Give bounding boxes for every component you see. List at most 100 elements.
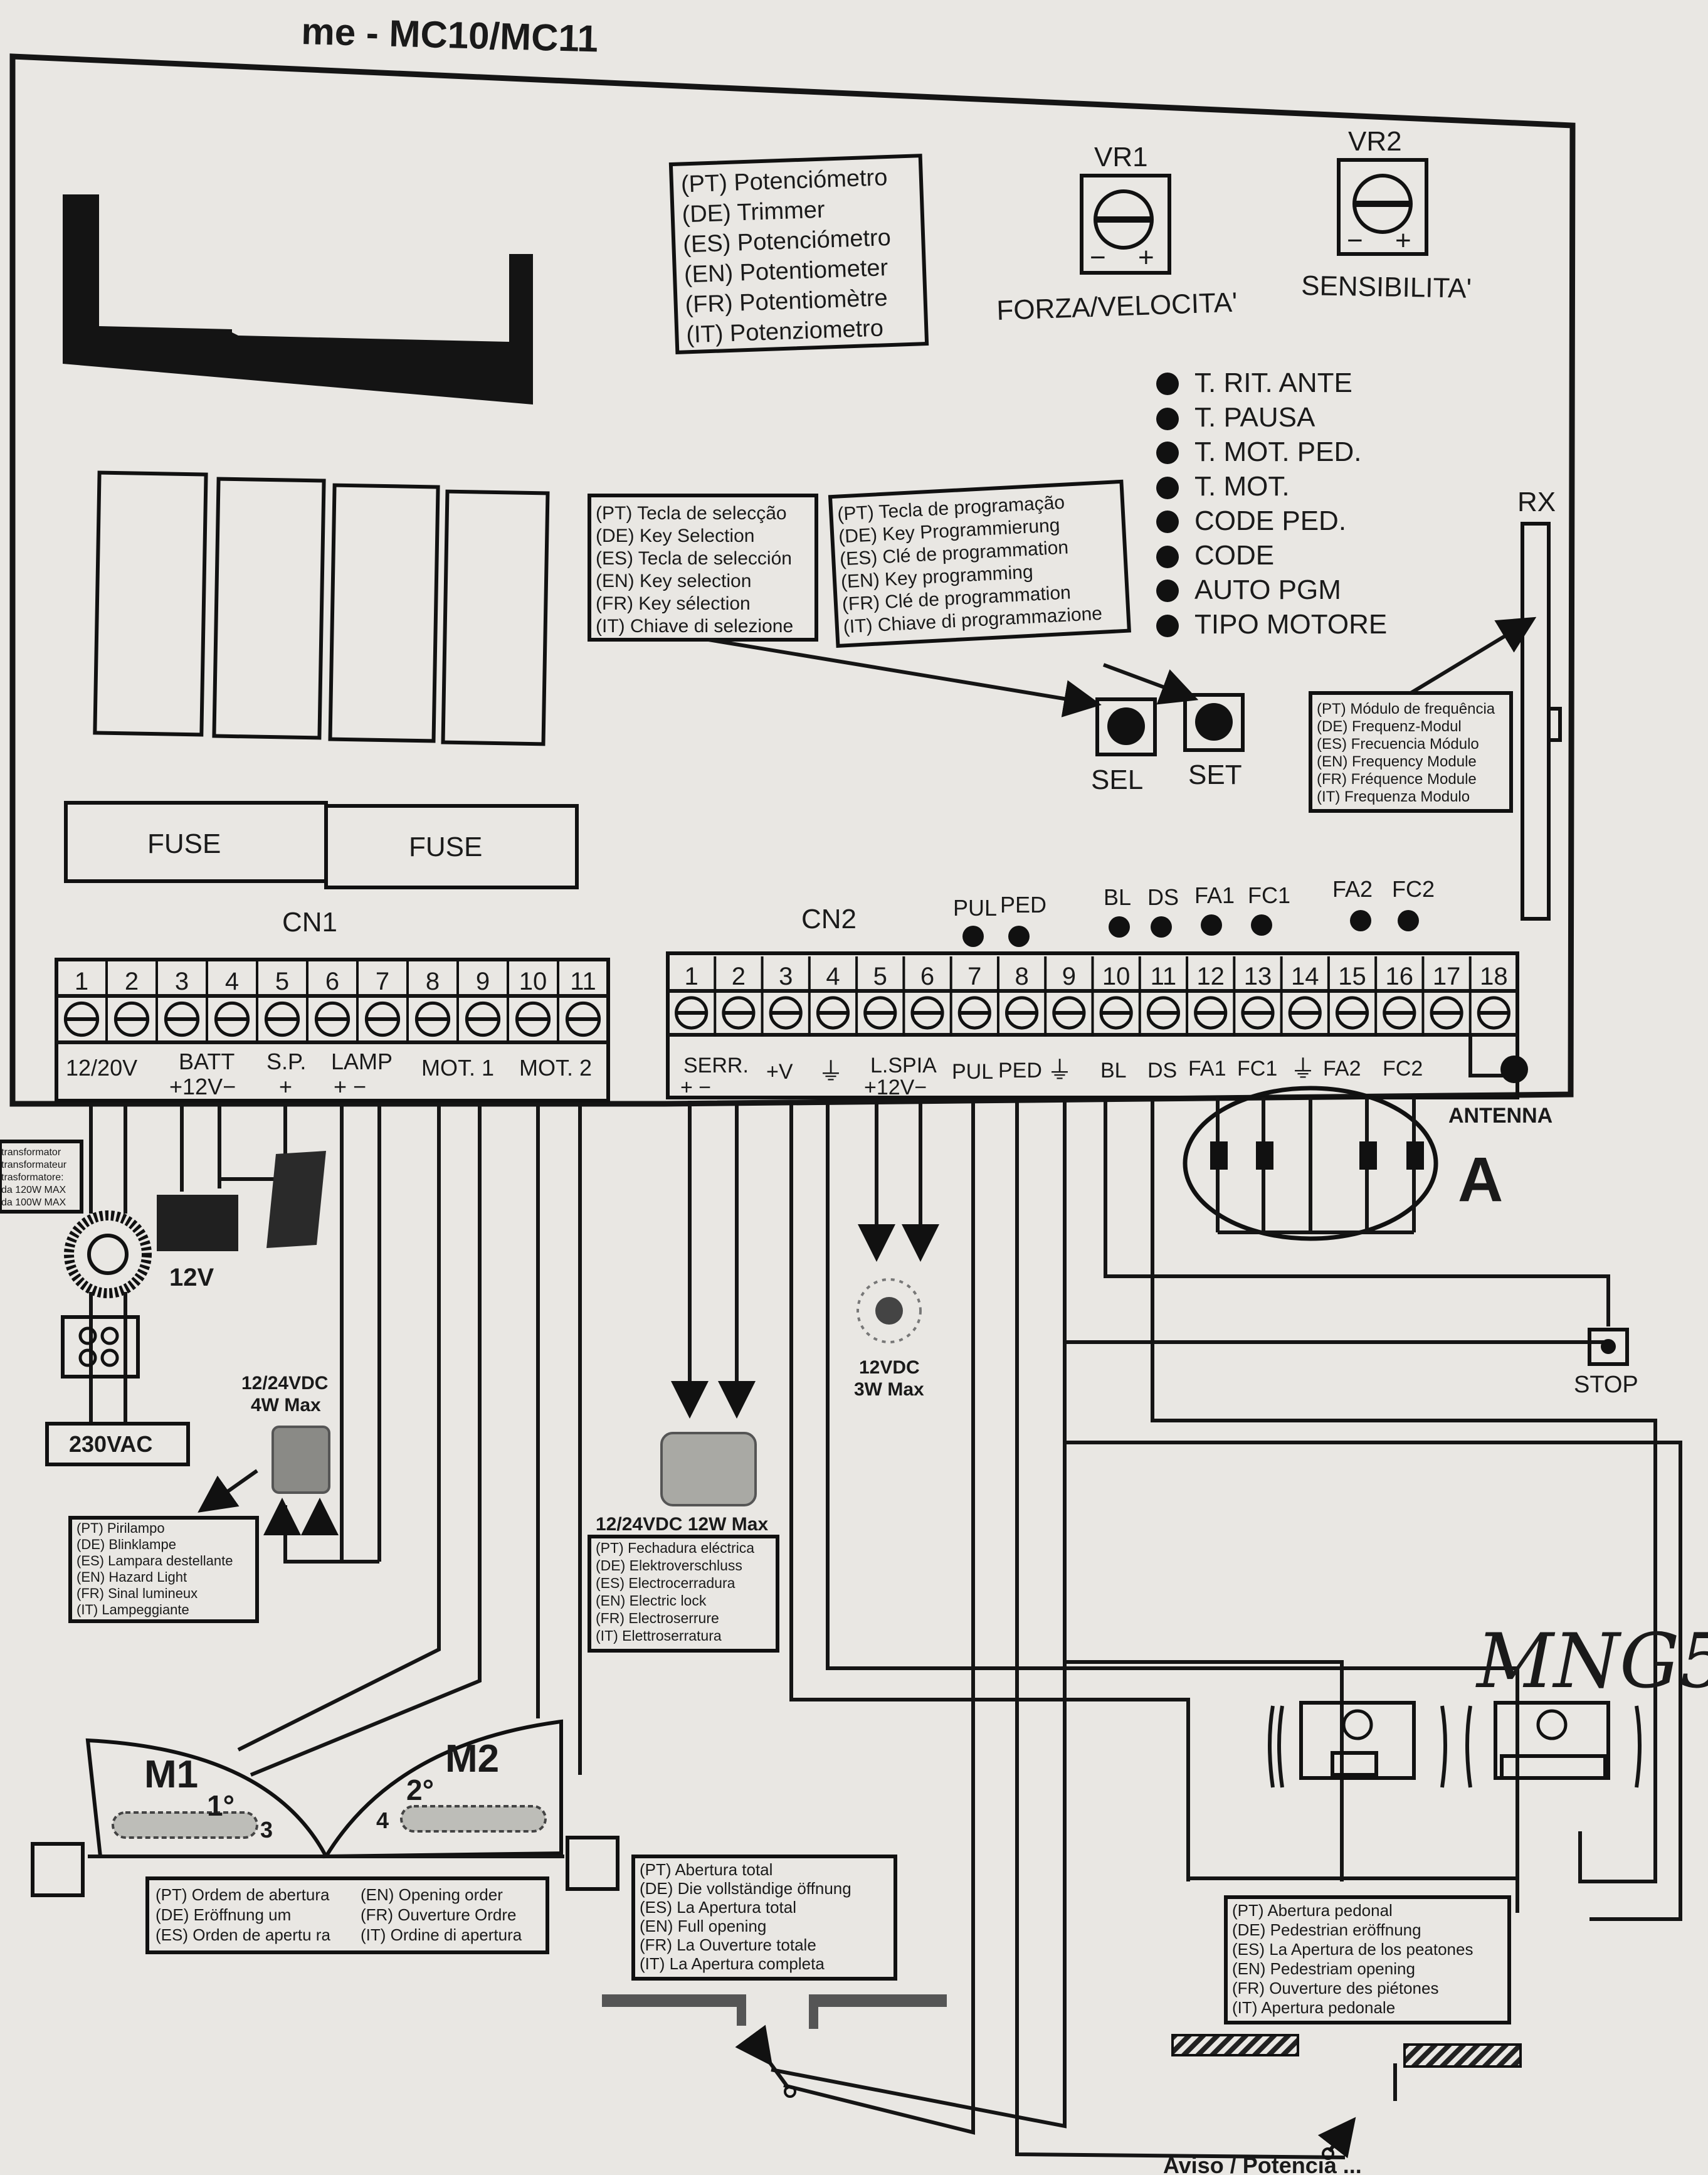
cn1-terminal-screw[interactable] xyxy=(565,1001,601,1037)
input-led-label: DS xyxy=(1147,884,1179,910)
cn2-terminal-screw[interactable] xyxy=(1288,996,1322,1030)
cn2-terminal-number: 8 xyxy=(1015,963,1028,990)
led-dot xyxy=(1156,579,1179,602)
cn2-group-label: BL xyxy=(1100,1059,1127,1082)
cn1-terminal-number: 1 xyxy=(75,968,88,995)
input-led-label: FC2 xyxy=(1392,876,1435,902)
cn2-terminal-screw[interactable] xyxy=(910,996,944,1030)
cn1-group-sublabel: +12V− xyxy=(169,1074,236,1099)
cn2-terminal-number: 16 xyxy=(1386,963,1414,990)
full-opening-legend-line: (DE) Die vollständige öffnung xyxy=(640,1879,851,1898)
full-opening-button[interactable] xyxy=(735,2024,791,2090)
relay-block xyxy=(212,477,326,740)
sel-legend: (PT) Tecla de selecção (DE) Key Selectio… xyxy=(596,503,793,637)
led-dot xyxy=(1156,511,1179,533)
cn2-terminal-screw[interactable] xyxy=(1099,996,1133,1030)
ground-symbol: ⏚ xyxy=(1290,1056,1315,1083)
vr2-knob xyxy=(1352,174,1413,234)
vr2-trimmer[interactable] xyxy=(1337,158,1428,256)
cn2-group-label: PED xyxy=(998,1059,1042,1082)
photocell-brackets xyxy=(1268,1705,1642,1788)
cn1-terminal-screw[interactable] xyxy=(63,1001,100,1037)
set-button[interactable] xyxy=(1183,693,1245,752)
cn1-terminal-screw[interactable] xyxy=(465,1001,501,1037)
full-opening-legend: (PT) Abertura total (DE) Die vollständig… xyxy=(640,1860,851,1973)
mains-screw xyxy=(100,1326,119,1345)
pot-legend-line: (PT) Potenciómetro xyxy=(680,164,888,198)
ped-gate-left xyxy=(1171,2034,1299,2056)
cn2-terminal-screw[interactable] xyxy=(769,996,803,1030)
cn2-terminal-screw[interactable] xyxy=(1004,996,1039,1030)
toroidal-transformer-core xyxy=(87,1234,129,1275)
antenna-terminal-dot xyxy=(1500,1056,1528,1083)
cn1-terminal-screw[interactable] xyxy=(414,1001,451,1037)
battery xyxy=(157,1195,238,1251)
fuse-box xyxy=(324,804,579,889)
photocell-rx-terminal xyxy=(1500,1754,1607,1780)
vr1-trimmer[interactable] xyxy=(1080,174,1171,275)
flashing-lamp xyxy=(271,1426,330,1494)
cn1-terminal-number: 2 xyxy=(125,968,139,995)
cn2-terminal-screw[interactable] xyxy=(863,996,897,1030)
mains-label-box xyxy=(45,1422,190,1466)
pot-legend-line: (EN) Potentiometer xyxy=(683,255,888,288)
cn1-terminal-number: 6 xyxy=(325,968,339,995)
cn2-terminal-screw[interactable] xyxy=(1430,996,1463,1030)
order-legend-line: (EN) Opening order xyxy=(361,1885,503,1904)
order-legend-line: (PT) Ordem de abertura xyxy=(156,1885,330,1904)
cn1-terminal-screw[interactable] xyxy=(214,1001,250,1037)
ped-opening-button[interactable] xyxy=(1317,2117,1356,2159)
stop-button[interactable] xyxy=(1588,1328,1629,1366)
cn2-terminal-screw[interactable] xyxy=(957,996,991,1030)
lamp-legend-line: (DE) Blinklampe xyxy=(76,1537,176,1552)
cn1-terminal-screw[interactable] xyxy=(264,1001,300,1037)
cn2-terminal-screw[interactable] xyxy=(675,996,709,1030)
pot-legend-line: (IT) Potenziometro xyxy=(686,315,884,348)
cn1-terminal-screw[interactable] xyxy=(164,1001,200,1037)
cn1-block xyxy=(55,958,610,1103)
input-led-label: BL xyxy=(1104,884,1131,910)
ped-opening-legend-box xyxy=(1224,1895,1511,2024)
cn1-terminal-number: 5 xyxy=(275,968,289,995)
order-legend-line: (DE) Eröffnung um xyxy=(156,1905,291,1924)
cn2-terminal-number: 6 xyxy=(920,963,934,990)
cn2-terminal-screw[interactable] xyxy=(816,996,850,1030)
cn2-terminal-screw[interactable] xyxy=(1052,996,1086,1030)
lamp-legend-box xyxy=(68,1516,259,1623)
sel-button[interactable] xyxy=(1095,697,1157,756)
cn1-terminal-screw[interactable] xyxy=(515,1001,551,1037)
stop-button-cap xyxy=(1601,1339,1616,1354)
cn2-terminal-screw[interactable] xyxy=(722,996,756,1030)
rx-connector xyxy=(1547,707,1562,742)
nc-contact xyxy=(1406,1141,1424,1170)
cn2-terminal-screw[interactable] xyxy=(1194,996,1228,1030)
cn1-title: CN1 xyxy=(282,907,337,938)
motor-m1-label: M1 xyxy=(144,1753,198,1796)
vr2-plus: + xyxy=(1395,225,1411,256)
full-opening-legend-line: (PT) Abertura total xyxy=(640,1860,772,1879)
cn2-terminal-screw[interactable] xyxy=(1146,996,1181,1030)
transformer-note: transformator transformateur trasformato… xyxy=(1,1147,67,1208)
photocell-group-label: A xyxy=(1458,1145,1503,1215)
cn2-terminal-number: 13 xyxy=(1244,963,1272,990)
cn1-terminal-screw[interactable] xyxy=(314,1001,351,1037)
full-opening-gate-left xyxy=(602,1994,746,2026)
mains-terminal xyxy=(61,1315,140,1379)
cn2-terminal-number: 14 xyxy=(1291,963,1319,990)
cn2-terminal-screw[interactable] xyxy=(1383,996,1416,1030)
cn1-terminal-screw[interactable] xyxy=(113,1001,150,1037)
cn1-terminal-number: 3 xyxy=(175,968,189,995)
cn1-terminal-screw[interactable] xyxy=(364,1001,401,1037)
bracket xyxy=(1635,1705,1642,1788)
cn2-terminal-screw[interactable] xyxy=(1477,996,1510,1030)
cn2-group-label: L.SPIA xyxy=(870,1054,937,1077)
cn1-group-label: MOT. 2 xyxy=(519,1055,592,1081)
lamp-legend-line: (FR) Sinal lumineux xyxy=(76,1585,198,1601)
cn2-terminal-screw[interactable] xyxy=(1241,996,1275,1030)
mains-screw xyxy=(78,1348,97,1367)
freq-legend-line: (FR) Fréquence Module xyxy=(1317,771,1477,788)
led-label: T. PAUSA xyxy=(1194,402,1315,433)
cn2-terminal-screw[interactable] xyxy=(1335,996,1369,1030)
cn2-terminal-number: 12 xyxy=(1196,963,1225,990)
